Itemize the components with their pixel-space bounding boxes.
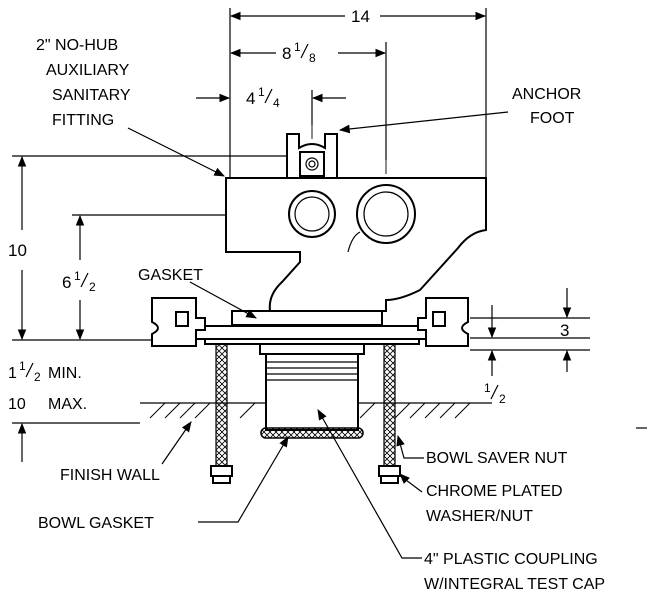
- dim-plate-height: 3: [560, 321, 569, 340]
- svg-text:AUXILIARY: AUXILIARY: [46, 62, 130, 79]
- callout-plastic-coupling: 4" PLASTIC COUPLING W/INTEGRAL TEST CAP: [424, 551, 605, 593]
- callout-bowl-saver-nut: BOWL SAVER NUT: [426, 450, 568, 467]
- callout-anchor-foot: ANCHOR FOOT: [512, 86, 581, 127]
- left-anchor-foot: [151, 297, 206, 347]
- leader-lines: [127, 111, 509, 559]
- callout-aux-fitting: 2" NO-HUB AUXILIARY SANITARY FITTING: [36, 37, 131, 129]
- svg-text:W/INTEGRAL TEST CAP: W/INTEGRAL TEST CAP: [424, 576, 605, 593]
- left-stud: [210, 335, 233, 484]
- plastic-coupling: [259, 343, 365, 431]
- wall-max-suffix: MAX.: [48, 396, 87, 413]
- dim-overall-height: 10: [8, 241, 27, 260]
- callout-finish-wall: FINISH WALL: [60, 467, 160, 484]
- svg-text:SANITARY: SANITARY: [52, 87, 131, 104]
- svg-text:WASHER/NUT: WASHER/NUT: [426, 508, 533, 525]
- wall-range: 1 1 2 MIN. 10 MAX.: [8, 359, 87, 413]
- right-stud: [378, 335, 401, 484]
- dim-outlet-height-den: 2: [89, 280, 96, 294]
- dimension-lines: [17, 11, 572, 462]
- dim-outlet-height-num: 1: [74, 269, 81, 283]
- callout-gasket: GASKET: [138, 267, 203, 284]
- wall-max-value: 10: [8, 396, 26, 413]
- dim-overall-width: 14: [351, 7, 370, 26]
- right-anchor-foot: [417, 297, 469, 347]
- wall-min-num: 1: [19, 359, 26, 373]
- svg-text:4" PLASTIC COUPLING: 4" PLASTIC COUPLING: [424, 551, 598, 568]
- dimension-text: 14 8 1 8 4 1 4 10 6 1 2 3 1 2: [8, 7, 569, 406]
- dim-centerline-num: 1: [294, 40, 301, 54]
- top-anchor-foot: [286, 133, 338, 179]
- callout-bowl-gasket: BOWL GASKET: [38, 515, 154, 532]
- callout-chrome-washer-nut: CHROME PLATED WASHER/NUT: [426, 483, 563, 525]
- flange-plate: [177, 325, 447, 345]
- wall-min-den: 2: [34, 370, 41, 384]
- wall-min-whole: 1: [8, 365, 17, 382]
- gasket: [231, 310, 383, 326]
- svg-text:FITTING: FITTING: [52, 112, 114, 129]
- wall-min-suffix: MIN.: [48, 365, 82, 382]
- dim-centerline-den: 8: [309, 51, 316, 65]
- svg-text:CHROME PLATED: CHROME PLATED: [426, 483, 563, 500]
- fitting-body: [225, 177, 487, 312]
- mounting-studs: [210, 335, 401, 484]
- svg-text:2" NO-HUB: 2" NO-HUB: [36, 37, 118, 54]
- svg-text:ANCHOR: ANCHOR: [512, 86, 581, 103]
- bowl-gasket: [260, 427, 364, 439]
- dim-aux-offset-whole: 4: [246, 89, 255, 108]
- dim-outlet-height-whole: 6: [62, 273, 71, 292]
- dim-plate-thickness-num: 1: [484, 381, 491, 395]
- svg-text:FOOT: FOOT: [530, 110, 575, 127]
- dim-centerline-whole: 8: [282, 44, 291, 63]
- dim-plate-thickness-den: 2: [499, 392, 506, 406]
- dim-aux-offset-den: 4: [273, 96, 280, 110]
- dim-aux-offset-num: 1: [258, 85, 265, 99]
